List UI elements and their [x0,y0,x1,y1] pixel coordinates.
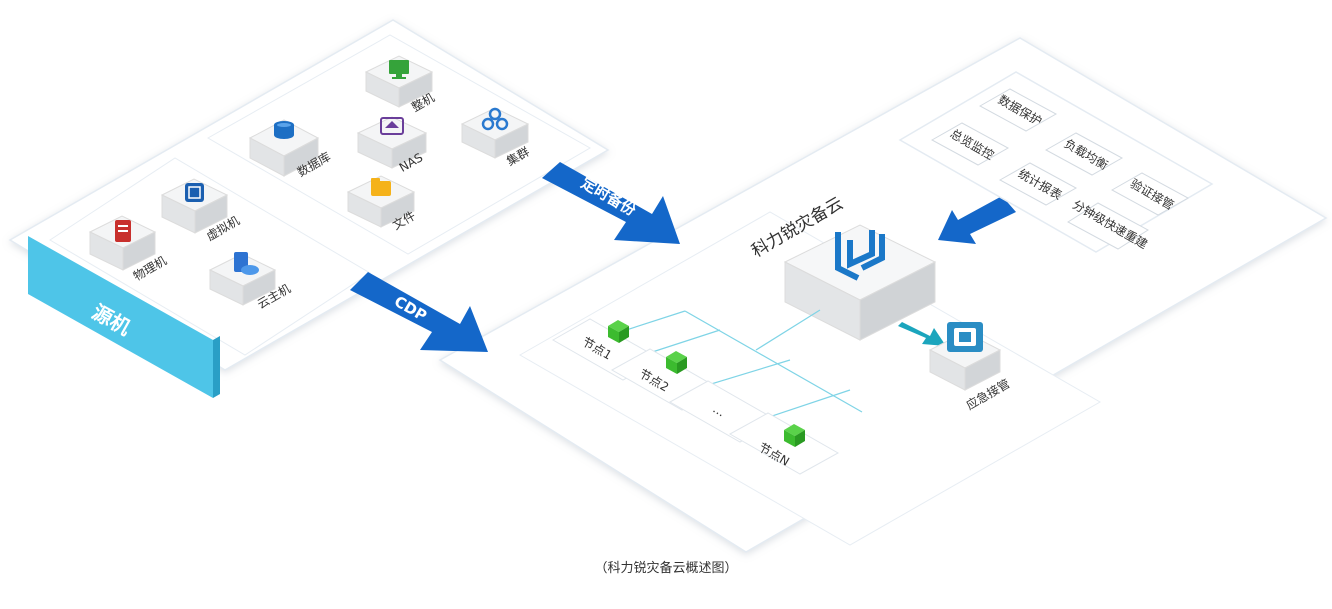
virtual-machine-icon [185,183,204,202]
emergency-arrow [898,322,946,346]
scheduled-backup-arrow: 定时备份 [542,162,680,244]
node-cube-icon [608,320,629,343]
database-item[interactable]: 数据库 [248,119,333,180]
source-inner-plate-left [49,157,371,356]
emergency-takeover-item[interactable]: 应急接管 [928,322,1012,413]
cloud-inner-plate [518,211,1102,546]
cloud-host-icon [234,252,259,275]
node-cube-icon [666,351,687,374]
monitor-icon [389,60,409,79]
node-cube-icon [784,424,805,447]
nas-icon [380,117,404,135]
folder-icon [371,178,391,196]
database-icon [274,121,294,139]
logo-icon [835,230,885,281]
connection-lines [619,309,863,421]
takeover-icon [947,322,983,352]
cluster-icon [481,107,509,131]
nas-item[interactable]: NAS [356,116,428,175]
diagram-caption: （科力锐灾备云概述图） [594,561,738,576]
file-item[interactable]: 文件 [346,175,418,233]
feature-overview-monitoring[interactable]: 总览监控 [930,122,1010,166]
cluster-item[interactable]: 集群 [460,107,532,169]
features-arrow [938,196,1016,244]
source-bar [28,236,213,398]
virtual-machine-item[interactable]: 虚拟机 [160,178,242,244]
features-panel [898,71,1214,253]
cdp-arrow: CDP [350,272,488,352]
server-icon [115,220,131,242]
cloud-logo-cube [783,224,937,341]
